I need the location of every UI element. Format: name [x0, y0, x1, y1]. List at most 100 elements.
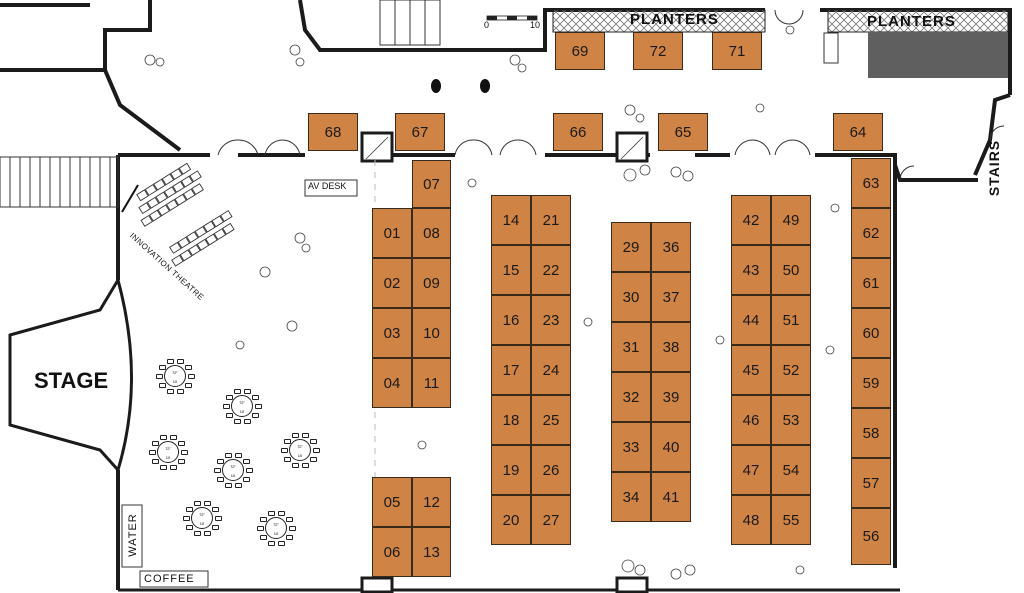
booth-53[interactable]: 53 — [771, 395, 811, 445]
booth-52[interactable]: 52 — [771, 345, 811, 395]
booth-20[interactable]: 20 — [491, 495, 531, 545]
booth-13[interactable]: 13 — [412, 527, 451, 577]
booth-18[interactable]: 18 — [491, 395, 531, 445]
booth-14[interactable]: 14 — [491, 195, 531, 245]
booth-44[interactable]: 44 — [731, 295, 771, 345]
booth-29[interactable]: 29 — [611, 222, 651, 272]
booth-46[interactable]: 46 — [731, 395, 771, 445]
booth-71[interactable]: 71 — [712, 32, 762, 70]
booth-65[interactable]: 65 — [658, 113, 708, 151]
chair — [226, 394, 234, 400]
booth-21[interactable]: 21 — [531, 195, 571, 245]
booth-59[interactable]: 59 — [851, 358, 891, 408]
booth-10[interactable]: 10 — [412, 308, 451, 358]
booth-72[interactable]: 72 — [633, 32, 683, 70]
round-table: 72"10 — [182, 498, 222, 538]
chair — [242, 477, 250, 483]
stairs-label: STAIRS — [986, 139, 1003, 197]
booth-41[interactable]: 41 — [651, 472, 691, 522]
booth-26[interactable]: 26 — [531, 445, 571, 495]
chair — [251, 413, 259, 419]
table-seats: 10 — [165, 455, 171, 460]
booth-39[interactable]: 39 — [651, 372, 691, 422]
booth-11[interactable]: 11 — [412, 358, 451, 408]
booth-04[interactable]: 04 — [372, 358, 412, 408]
water-label: WATER — [126, 513, 139, 557]
chair — [309, 457, 317, 463]
chair — [268, 510, 276, 516]
booth-27[interactable]: 27 — [531, 495, 571, 545]
booth-61[interactable]: 61 — [851, 258, 891, 308]
table-seats: 10 — [230, 473, 236, 478]
booth-15[interactable]: 15 — [491, 245, 531, 295]
booth-40[interactable]: 40 — [651, 422, 691, 472]
chair — [301, 432, 309, 438]
booth-22[interactable]: 22 — [531, 245, 571, 295]
booth-19[interactable]: 19 — [491, 445, 531, 495]
booth-38[interactable]: 38 — [651, 322, 691, 372]
booth-51[interactable]: 51 — [771, 295, 811, 345]
booth-43[interactable]: 43 — [731, 245, 771, 295]
table-seats: 10 — [273, 531, 279, 536]
chair — [186, 525, 194, 531]
round-table: 72"10 — [148, 432, 188, 472]
table-top: 72"10 — [265, 517, 287, 539]
booth-37[interactable]: 37 — [651, 272, 691, 322]
booth-01[interactable]: 01 — [372, 208, 412, 258]
booth-23[interactable]: 23 — [531, 295, 571, 345]
chair — [313, 448, 320, 453]
booth-66[interactable]: 66 — [553, 113, 603, 151]
booth-36[interactable]: 36 — [651, 222, 691, 272]
booth-57[interactable]: 57 — [851, 458, 891, 508]
chair — [169, 434, 177, 440]
booth-60[interactable]: 60 — [851, 308, 891, 358]
booth-50[interactable]: 50 — [771, 245, 811, 295]
theatre-screen — [121, 184, 139, 213]
booth-24[interactable]: 24 — [531, 345, 571, 395]
chair — [225, 483, 233, 489]
booth-32[interactable]: 32 — [611, 372, 651, 422]
door-swings — [217, 9, 1005, 181]
booth-06[interactable]: 06 — [372, 527, 412, 577]
booth-31[interactable]: 31 — [611, 322, 651, 372]
table-seats: 10 — [297, 453, 303, 458]
booth-69[interactable]: 69 — [555, 32, 605, 70]
booth-16[interactable]: 16 — [491, 295, 531, 345]
booth-25[interactable]: 25 — [531, 395, 571, 445]
booth-33[interactable]: 33 — [611, 422, 651, 472]
booth-07[interactable]: 07 — [412, 160, 451, 208]
planters-left-label: PLANTERS — [630, 11, 719, 28]
booth-08[interactable]: 08 — [412, 208, 451, 258]
chair — [309, 438, 317, 444]
left-stairs — [0, 156, 119, 208]
pillar-hatch — [365, 136, 644, 160]
booth-05[interactable]: 05 — [372, 477, 412, 527]
booth-56[interactable]: 56 — [851, 508, 891, 565]
booth-42[interactable]: 42 — [731, 195, 771, 245]
booth-68[interactable]: 68 — [308, 113, 358, 151]
av-desk-label: AV DESK — [308, 181, 347, 191]
booth-64[interactable]: 64 — [833, 113, 883, 151]
booth-45[interactable]: 45 — [731, 345, 771, 395]
booth-55[interactable]: 55 — [771, 495, 811, 545]
booth-02[interactable]: 02 — [372, 258, 412, 308]
booth-03[interactable]: 03 — [372, 308, 412, 358]
chair — [226, 413, 234, 419]
chair — [184, 364, 192, 370]
booth-49[interactable]: 49 — [771, 195, 811, 245]
chair — [234, 483, 242, 489]
booth-63[interactable]: 63 — [851, 158, 891, 208]
booth-30[interactable]: 30 — [611, 272, 651, 322]
booth-47[interactable]: 47 — [731, 445, 771, 495]
booth-34[interactable]: 34 — [611, 472, 651, 522]
booth-12[interactable]: 12 — [412, 477, 451, 527]
chair — [223, 404, 230, 409]
booth-09[interactable]: 09 — [412, 258, 451, 308]
chair — [260, 516, 268, 522]
booth-17[interactable]: 17 — [491, 345, 531, 395]
booth-67[interactable]: 67 — [395, 113, 445, 151]
booth-58[interactable]: 58 — [851, 408, 891, 458]
booth-48[interactable]: 48 — [731, 495, 771, 545]
booth-62[interactable]: 62 — [851, 208, 891, 258]
booth-54[interactable]: 54 — [771, 445, 811, 495]
